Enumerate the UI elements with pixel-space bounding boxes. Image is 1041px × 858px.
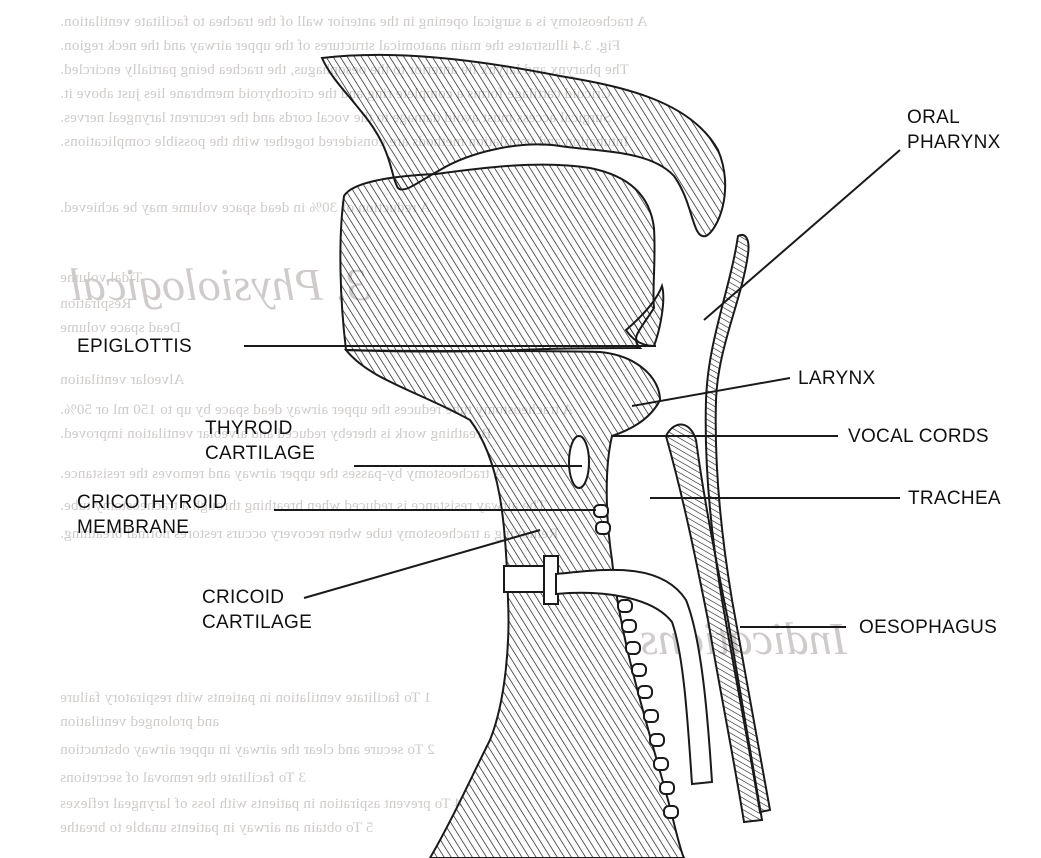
label-trachea: TRACHEA [908, 486, 1001, 511]
label-cricothyroid-membrane: CRICOTHYROID MEMBRANE [77, 490, 227, 540]
label-vocal-cords: VOCAL CORDS [848, 424, 989, 449]
label-oral-pharynx: ORAL PHARYNX [907, 105, 1001, 155]
tongue-shape [340, 165, 654, 352]
label-cricoid-cartilage: CRICOID CARTILAGE [202, 585, 312, 635]
label-epiglottis: EPIGLOTTIS [77, 334, 192, 359]
neck-column [346, 350, 684, 858]
leader-oral-pharynx [704, 150, 900, 320]
label-oesophagus: OESOPHAGUS [859, 615, 997, 640]
label-larynx: LARYNX [798, 366, 876, 391]
thyroid-cartilage-shape [569, 436, 589, 488]
label-thyroid-cartilage: THYROID CARTILAGE [205, 416, 315, 466]
